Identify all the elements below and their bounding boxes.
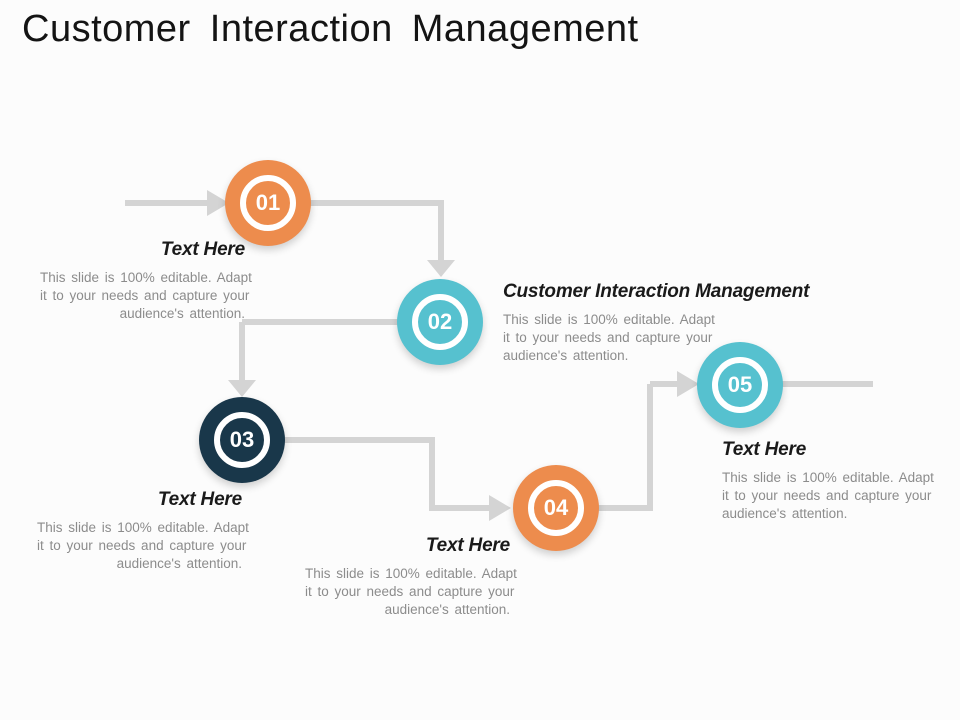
flow-line-03-04-v xyxy=(429,440,435,511)
arrow-right-icon xyxy=(677,371,699,397)
flow-line-01-02-h xyxy=(268,200,444,206)
step-label: Customer Interaction Management xyxy=(503,281,810,302)
step-number: 04 xyxy=(543,495,569,520)
step-number: 02 xyxy=(427,309,453,334)
step-label: Text Here xyxy=(425,535,510,556)
step-label: Text Here xyxy=(160,239,245,260)
step-circle-03: 03 xyxy=(199,397,285,483)
step-body-line: it to your needs and capture your xyxy=(305,584,515,599)
step-ring: 02 xyxy=(412,294,468,350)
step-text-05: Text Here This slide is 100% editable. A… xyxy=(722,439,934,523)
flow-line-02-03-h xyxy=(242,319,402,325)
flow-line-04-05-v xyxy=(647,384,653,511)
step-text-03: Text Here This slide is 100% editable. A… xyxy=(37,489,249,573)
step-body-line: it to your needs and capture your xyxy=(40,288,250,303)
step-body-line: audience's attention. xyxy=(119,306,245,321)
step-body-line: it to your needs and capture your xyxy=(503,330,713,345)
step-text-02: Customer Interaction Management This sli… xyxy=(503,281,833,365)
step-circle-02: 02 xyxy=(397,279,483,365)
step-number: 01 xyxy=(255,190,281,215)
flow-line-04-05-h1 xyxy=(556,505,653,511)
flow-line-04-05-h2 xyxy=(650,381,677,387)
slide-title: Customer Interaction Management xyxy=(22,8,639,50)
step-label: Text Here xyxy=(157,489,242,510)
step-body-line: it to your needs and capture your xyxy=(37,538,247,553)
flow-line-03-04-h1 xyxy=(242,437,435,443)
step-number: 05 xyxy=(727,372,753,397)
step-body-line: audience's attention. xyxy=(722,506,848,521)
step-ring: 04 xyxy=(528,480,584,536)
step-ring: 05 xyxy=(712,357,768,413)
step-body-line: This slide is 100% editable. Adapt xyxy=(722,470,934,485)
flow-line-01-02-v xyxy=(438,203,444,260)
arrow-right-icon xyxy=(489,495,511,521)
step-number: 03 xyxy=(229,427,255,452)
arrow-right-icon xyxy=(207,190,229,216)
flow-line-end xyxy=(740,381,873,387)
step-body-line: This slide is 100% editable. Adapt xyxy=(40,270,252,285)
arrow-down-icon xyxy=(427,260,455,277)
step-label: Text Here xyxy=(722,439,807,460)
step-body-line: it to your needs and capture your xyxy=(722,488,932,503)
step-text-01: Text Here This slide is 100% editable. A… xyxy=(40,239,252,323)
step-circle-01: 01 xyxy=(225,160,311,246)
step-ring: 01 xyxy=(240,175,296,231)
flow-line-start xyxy=(125,200,207,206)
step-circle-05: 05 xyxy=(697,342,783,428)
flow-line-03-04-h2 xyxy=(432,505,489,511)
step-text-04: Text Here This slide is 100% editable. A… xyxy=(305,535,517,619)
step-circle-04: 04 xyxy=(513,465,599,551)
step-ring: 03 xyxy=(214,412,270,468)
step-body-line: audience's attention. xyxy=(384,602,510,617)
flow-line-02-03-v xyxy=(239,322,245,380)
arrow-down-icon xyxy=(228,380,256,397)
step-body-line: This slide is 100% editable. Adapt xyxy=(503,312,715,327)
step-body-line: audience's attention. xyxy=(116,556,242,571)
step-body-line: This slide is 100% editable. Adapt xyxy=(37,520,249,535)
step-body-line: audience's attention. xyxy=(503,348,629,363)
step-body-line: This slide is 100% editable. Adapt xyxy=(305,566,517,581)
